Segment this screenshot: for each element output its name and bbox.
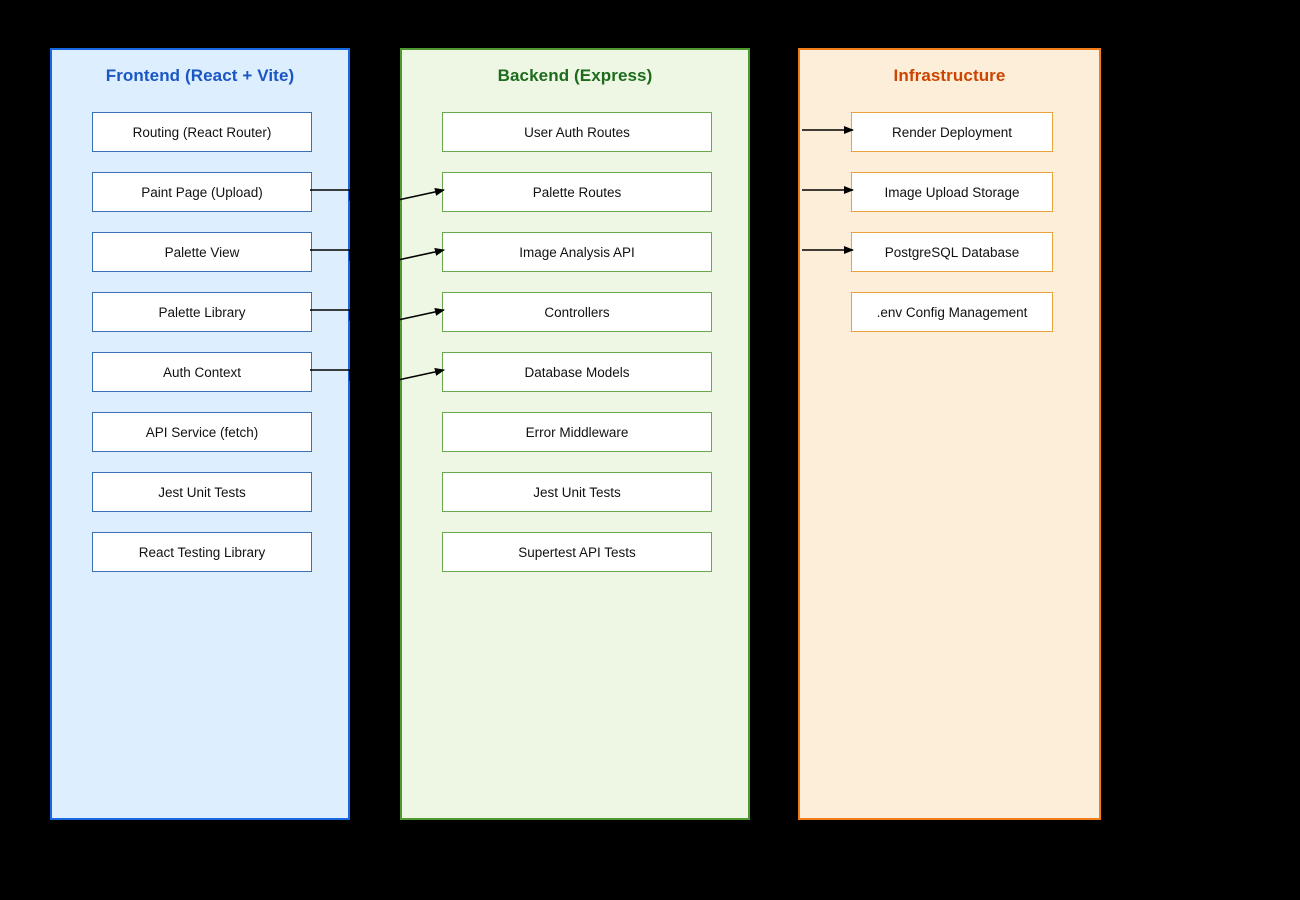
column-title-frontend: Frontend (React + Vite) (105, 66, 295, 85)
node-frontend-2[interactable]: Palette View (92, 232, 312, 272)
node-frontend-7[interactable]: React Testing Library (92, 532, 312, 572)
node-backend-3[interactable]: Controllers (442, 292, 712, 332)
node-frontend-6[interactable]: Jest Unit Tests (92, 472, 312, 512)
node-infrastructure-3[interactable]: .env Config Management (851, 292, 1053, 332)
node-backend-1[interactable]: Palette Routes (442, 172, 712, 212)
node-backend-0[interactable]: User Auth Routes (442, 112, 712, 152)
column-frontend: Frontend (React + Vite) Routing (React Ro… (50, 48, 350, 820)
column-title-infrastructure: Infrastructure (893, 66, 1006, 85)
node-infrastructure-1[interactable]: Image Upload Storage (851, 172, 1053, 212)
node-backend-5[interactable]: Error Middleware (442, 412, 712, 452)
column-title-backend: Backend (Express) (497, 66, 653, 85)
node-infrastructure-2[interactable]: PostgreSQL Database (851, 232, 1053, 272)
node-backend-6[interactable]: Jest Unit Tests (442, 472, 712, 512)
node-frontend-3[interactable]: Palette Library (92, 292, 312, 332)
node-frontend-4[interactable]: Auth Context (92, 352, 312, 392)
node-backend-7[interactable]: Supertest API Tests (442, 532, 712, 572)
node-frontend-0[interactable]: Routing (React Router) (92, 112, 312, 152)
node-frontend-5[interactable]: API Service (fetch) (92, 412, 312, 452)
node-frontend-1[interactable]: Paint Page (Upload) (92, 172, 312, 212)
node-backend-2[interactable]: Image Analysis API (442, 232, 712, 272)
node-backend-4[interactable]: Database Models (442, 352, 712, 392)
node-infrastructure-0[interactable]: Render Deployment (851, 112, 1053, 152)
